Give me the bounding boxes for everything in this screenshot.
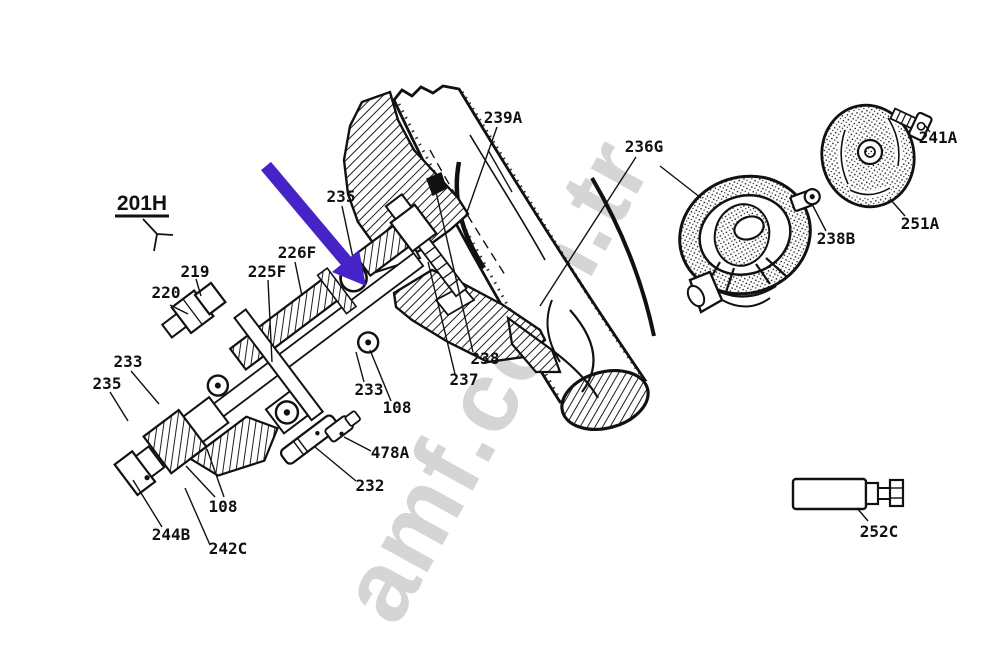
part-label-239A: 239A (484, 108, 523, 127)
steering-shaft-assembly (113, 192, 468, 497)
tube-end-face (560, 369, 650, 431)
steering-wheel (678, 174, 812, 314)
part-label-235-left: 235 (93, 374, 122, 393)
part-label-220: 220 (152, 283, 181, 302)
part-label-108-mid: 108 (383, 398, 412, 417)
leader-lines (109, 123, 931, 546)
part-label-108-left: 108 (209, 497, 238, 516)
wedge-242C (188, 415, 280, 477)
part-label-226F: 226F (278, 243, 317, 262)
part-label-225F: 225F (248, 262, 287, 281)
cross-rod (233, 308, 325, 422)
coupler-252C (791, 477, 905, 511)
highlight-arrow-head-icon (332, 250, 366, 286)
part-label-219: 219 (181, 262, 210, 281)
rod-232 (279, 414, 340, 465)
part-label-236G: 236G (625, 137, 664, 156)
part-label-233-mid: 233 (355, 380, 384, 399)
figure-ref-label: 201H (117, 192, 167, 215)
part-label-241A: 241A (919, 128, 958, 147)
part-labels: 201H 239A 236G 241A 251A 238B 235 226F 2… (93, 108, 958, 558)
highlight-arrow (261, 161, 366, 286)
part-label-235-top: 235 (327, 187, 356, 206)
figure-ref-symbol (142, 218, 174, 252)
part-label-233-left: 233 (114, 352, 143, 371)
highlight-arrow-shaft (261, 161, 351, 266)
part-label-251A: 251A (901, 214, 940, 233)
bolt-241A (889, 107, 933, 142)
part-label-242C: 242C (209, 539, 248, 558)
part-label-238B: 238B (817, 229, 856, 248)
part-label-232: 232 (356, 476, 385, 495)
horn-pad-251A (820, 103, 916, 209)
spacer-238B (789, 188, 821, 212)
part-label-237: 237 (450, 370, 479, 389)
bolt-219-220 (160, 281, 227, 339)
sleeve-478A (324, 410, 361, 443)
part-label-244B: 244B (152, 525, 191, 544)
part-label-238: 238 (471, 349, 500, 368)
hub-hole (733, 215, 765, 241)
bolt-238 (426, 171, 447, 197)
part-label-252C: 252C (860, 522, 899, 541)
part-label-478A: 478A (371, 443, 410, 462)
